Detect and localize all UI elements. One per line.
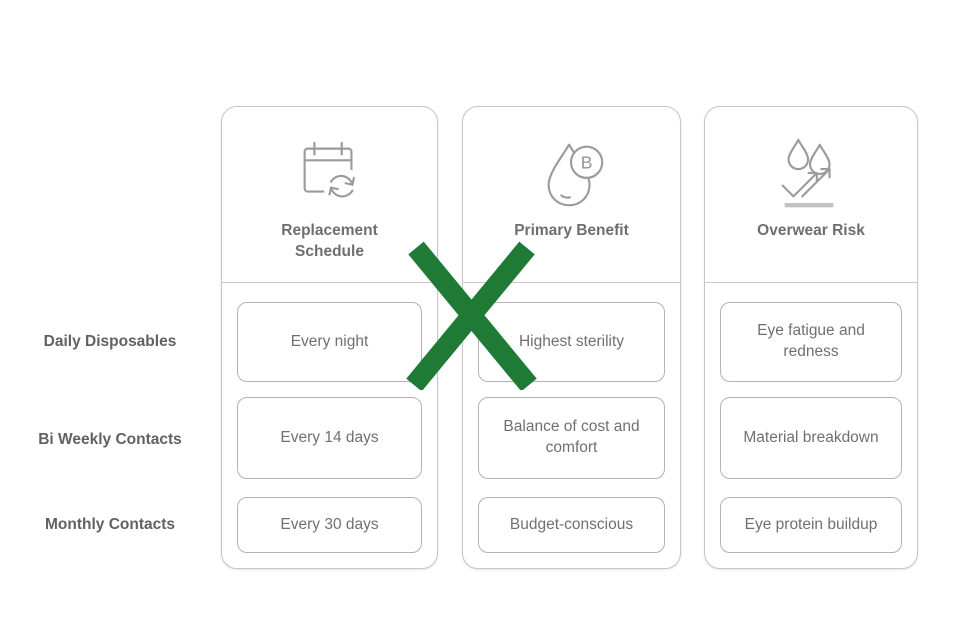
column-header-primary-benefit: B Primary Benefit (463, 107, 680, 283)
cell-text: Every 30 days (280, 515, 379, 533)
cell-text: Eye fatigue and redness (757, 322, 865, 360)
column-body: Every night Every 14 days Every 30 days (222, 302, 437, 553)
cell-biweekly-risk: Material breakdown (720, 397, 902, 479)
column-card-replacement-schedule: Replacement Schedule Every night Every 1… (221, 106, 438, 569)
cell-text: Every 14 days (280, 428, 379, 446)
cell-daily-replacement: Every night (237, 302, 422, 382)
column-title: Primary Benefit (514, 222, 629, 239)
row-label-bi-weekly-contacts: Bi Weekly Contacts (38, 431, 182, 448)
column-card-primary-benefit: B Primary Benefit Highest sterility Bala… (462, 106, 681, 569)
column-body: Highest sterility Balance of cost and co… (463, 302, 680, 553)
row-label-monthly-contacts: Monthly Contacts (44, 516, 176, 533)
cell-text: Budget-conscious (509, 515, 634, 533)
column-header-replacement-schedule: Replacement Schedule (222, 107, 437, 283)
water-drop-b-icon: B (530, 133, 614, 213)
cell-text: Every night (290, 332, 369, 350)
column-card-overwear-risk: Overwear Risk Eye fatigue and redness Ma… (704, 106, 918, 569)
cell-daily-benefit: Highest sterility (478, 302, 665, 382)
column-title: Overwear Risk (757, 222, 865, 239)
cell-text: Material breakdown (743, 428, 879, 446)
column-body: Eye fatigue and redness Material breakdo… (705, 302, 917, 553)
calendar-refresh-icon (288, 133, 372, 213)
cell-monthly-benefit: Budget-conscious (478, 497, 665, 553)
cell-monthly-replacement: Every 30 days (237, 497, 422, 553)
icon-badge-letter: B (580, 153, 592, 173)
cell-biweekly-replacement: Every 14 days (237, 397, 422, 479)
column-header-overwear-risk: Overwear Risk (705, 107, 917, 283)
cell-monthly-risk: Eye protein buildup (720, 497, 902, 553)
cell-biweekly-benefit: Balance of cost and comfort (478, 397, 665, 479)
cell-text: Eye protein buildup (744, 515, 878, 533)
cell-text: Balance of cost and comfort (503, 418, 640, 456)
cell-text: Highest sterility (518, 332, 625, 350)
droplets-trend-icon (769, 133, 853, 213)
row-label-daily-disposables: Daily Disposables (43, 333, 177, 350)
column-title: Replacement Schedule (281, 222, 378, 261)
cell-daily-risk: Eye fatigue and redness (720, 302, 902, 382)
